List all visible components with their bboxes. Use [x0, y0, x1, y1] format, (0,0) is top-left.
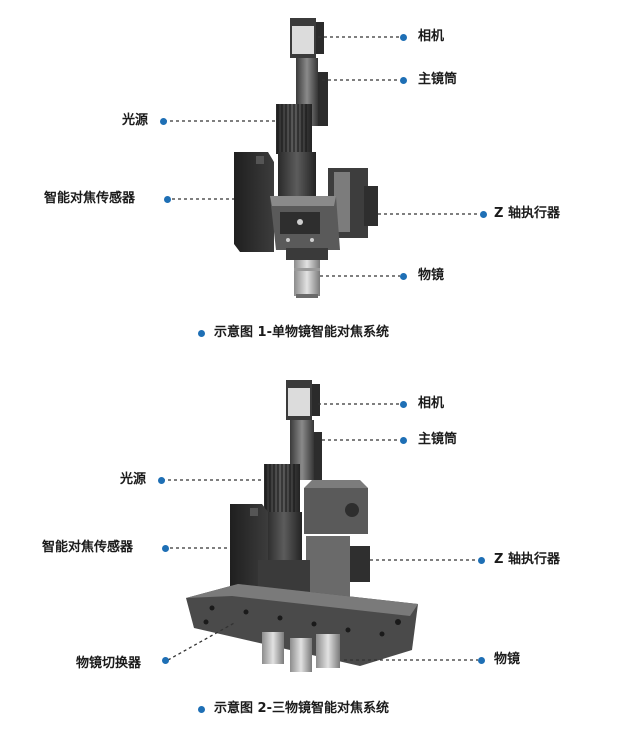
objective-pointer-dot	[478, 657, 485, 664]
label-objective-changer: 物镜切换器	[76, 656, 142, 671]
label-camera: 相机	[418, 396, 445, 411]
z-actuator-pointer-dot	[478, 557, 485, 564]
light-source-pointer-dot	[160, 118, 167, 125]
light-source-pointer-dot	[158, 477, 165, 484]
af-sensor-pointer-dot	[162, 545, 169, 552]
af-sensor-pointer-dot	[164, 196, 171, 203]
triple-objective-device-illustration	[162, 380, 478, 672]
label-main-tube: 主镜筒	[418, 72, 458, 87]
label-main-tube: 主镜筒	[418, 432, 458, 447]
label-objective: 物镜	[494, 652, 521, 667]
figure-2-caption: 示意图 2-三物镜智能对焦系统	[214, 701, 389, 716]
label-af-sensor: 智能对焦传感器	[44, 191, 136, 206]
z-actuator-pointer-dot	[480, 211, 487, 218]
label-light-source: 光源	[120, 472, 147, 487]
objective-pointer-dot	[400, 273, 407, 280]
main-tube-pointer-dot	[400, 77, 407, 84]
label-light-source: 光源	[122, 113, 149, 128]
single-objective-device-illustration	[164, 18, 480, 298]
caption-bullet-dot	[198, 330, 205, 337]
label-z-actuator: Z 轴执行器	[494, 206, 560, 221]
label-z-actuator: Z 轴执行器	[494, 552, 560, 567]
caption-bullet-dot	[198, 706, 205, 713]
figure-1-single-objective: 相机 主镜筒 光源 智能对焦传感器 Z 轴执行器 物镜 示意图 1-单物镜智能对…	[0, 0, 634, 360]
figure-1-caption: 示意图 1-单物镜智能对焦系统	[214, 325, 389, 340]
label-camera: 相机	[418, 29, 445, 44]
main-tube-pointer-dot	[400, 437, 407, 444]
camera-pointer-dot	[400, 34, 407, 41]
figure-2-triple-objective: 相机 主镜筒 光源 智能对焦传感器 Z 轴执行器 物镜切换器 物镜 示意图 2-…	[0, 360, 634, 730]
label-objective: 物镜	[418, 268, 445, 283]
objective-changer-pointer-dot	[162, 657, 169, 664]
label-af-sensor: 智能对焦传感器	[42, 540, 134, 555]
camera-pointer-dot	[400, 401, 407, 408]
